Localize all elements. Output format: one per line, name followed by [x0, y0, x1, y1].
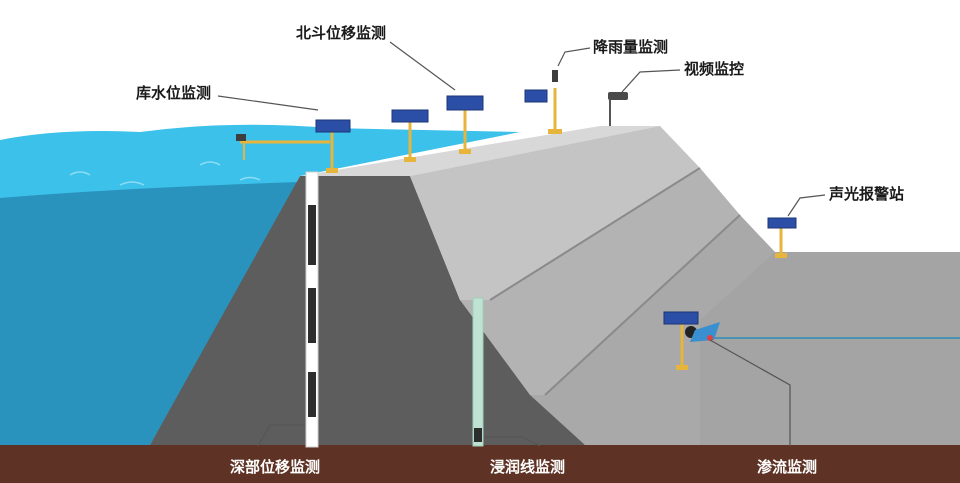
seepage-station — [663, 311, 720, 370]
beidou-station-2 — [446, 95, 484, 154]
label-rainfall: 降雨量监测 — [593, 38, 668, 56]
ground — [0, 445, 960, 483]
label-alarm-station: 声光报警站 — [828, 185, 904, 203]
beidou-station-1 — [391, 109, 429, 162]
deep-displacement-inclinometer — [305, 171, 319, 448]
phreatic-line-tube — [472, 297, 484, 447]
label-video: 视频监控 — [684, 60, 744, 78]
callout-lines — [217, 41, 826, 447]
reservoir-level-gauge — [236, 119, 351, 173]
alarm-station — [767, 217, 797, 258]
dam-body — [150, 126, 960, 445]
rainfall-station — [524, 70, 562, 134]
label-deep-displacement: 深部位移监测 — [230, 458, 320, 476]
label-phreatic-line: 浸润线监测 — [490, 458, 565, 476]
video-camera — [608, 92, 628, 126]
label-reservoir-level: 库水位监测 — [136, 84, 211, 102]
label-beidou-displacement: 北斗位移监测 — [296, 24, 386, 42]
reservoir-water — [0, 124, 520, 446]
label-seepage-flow: 渗流监测 — [757, 458, 817, 476]
